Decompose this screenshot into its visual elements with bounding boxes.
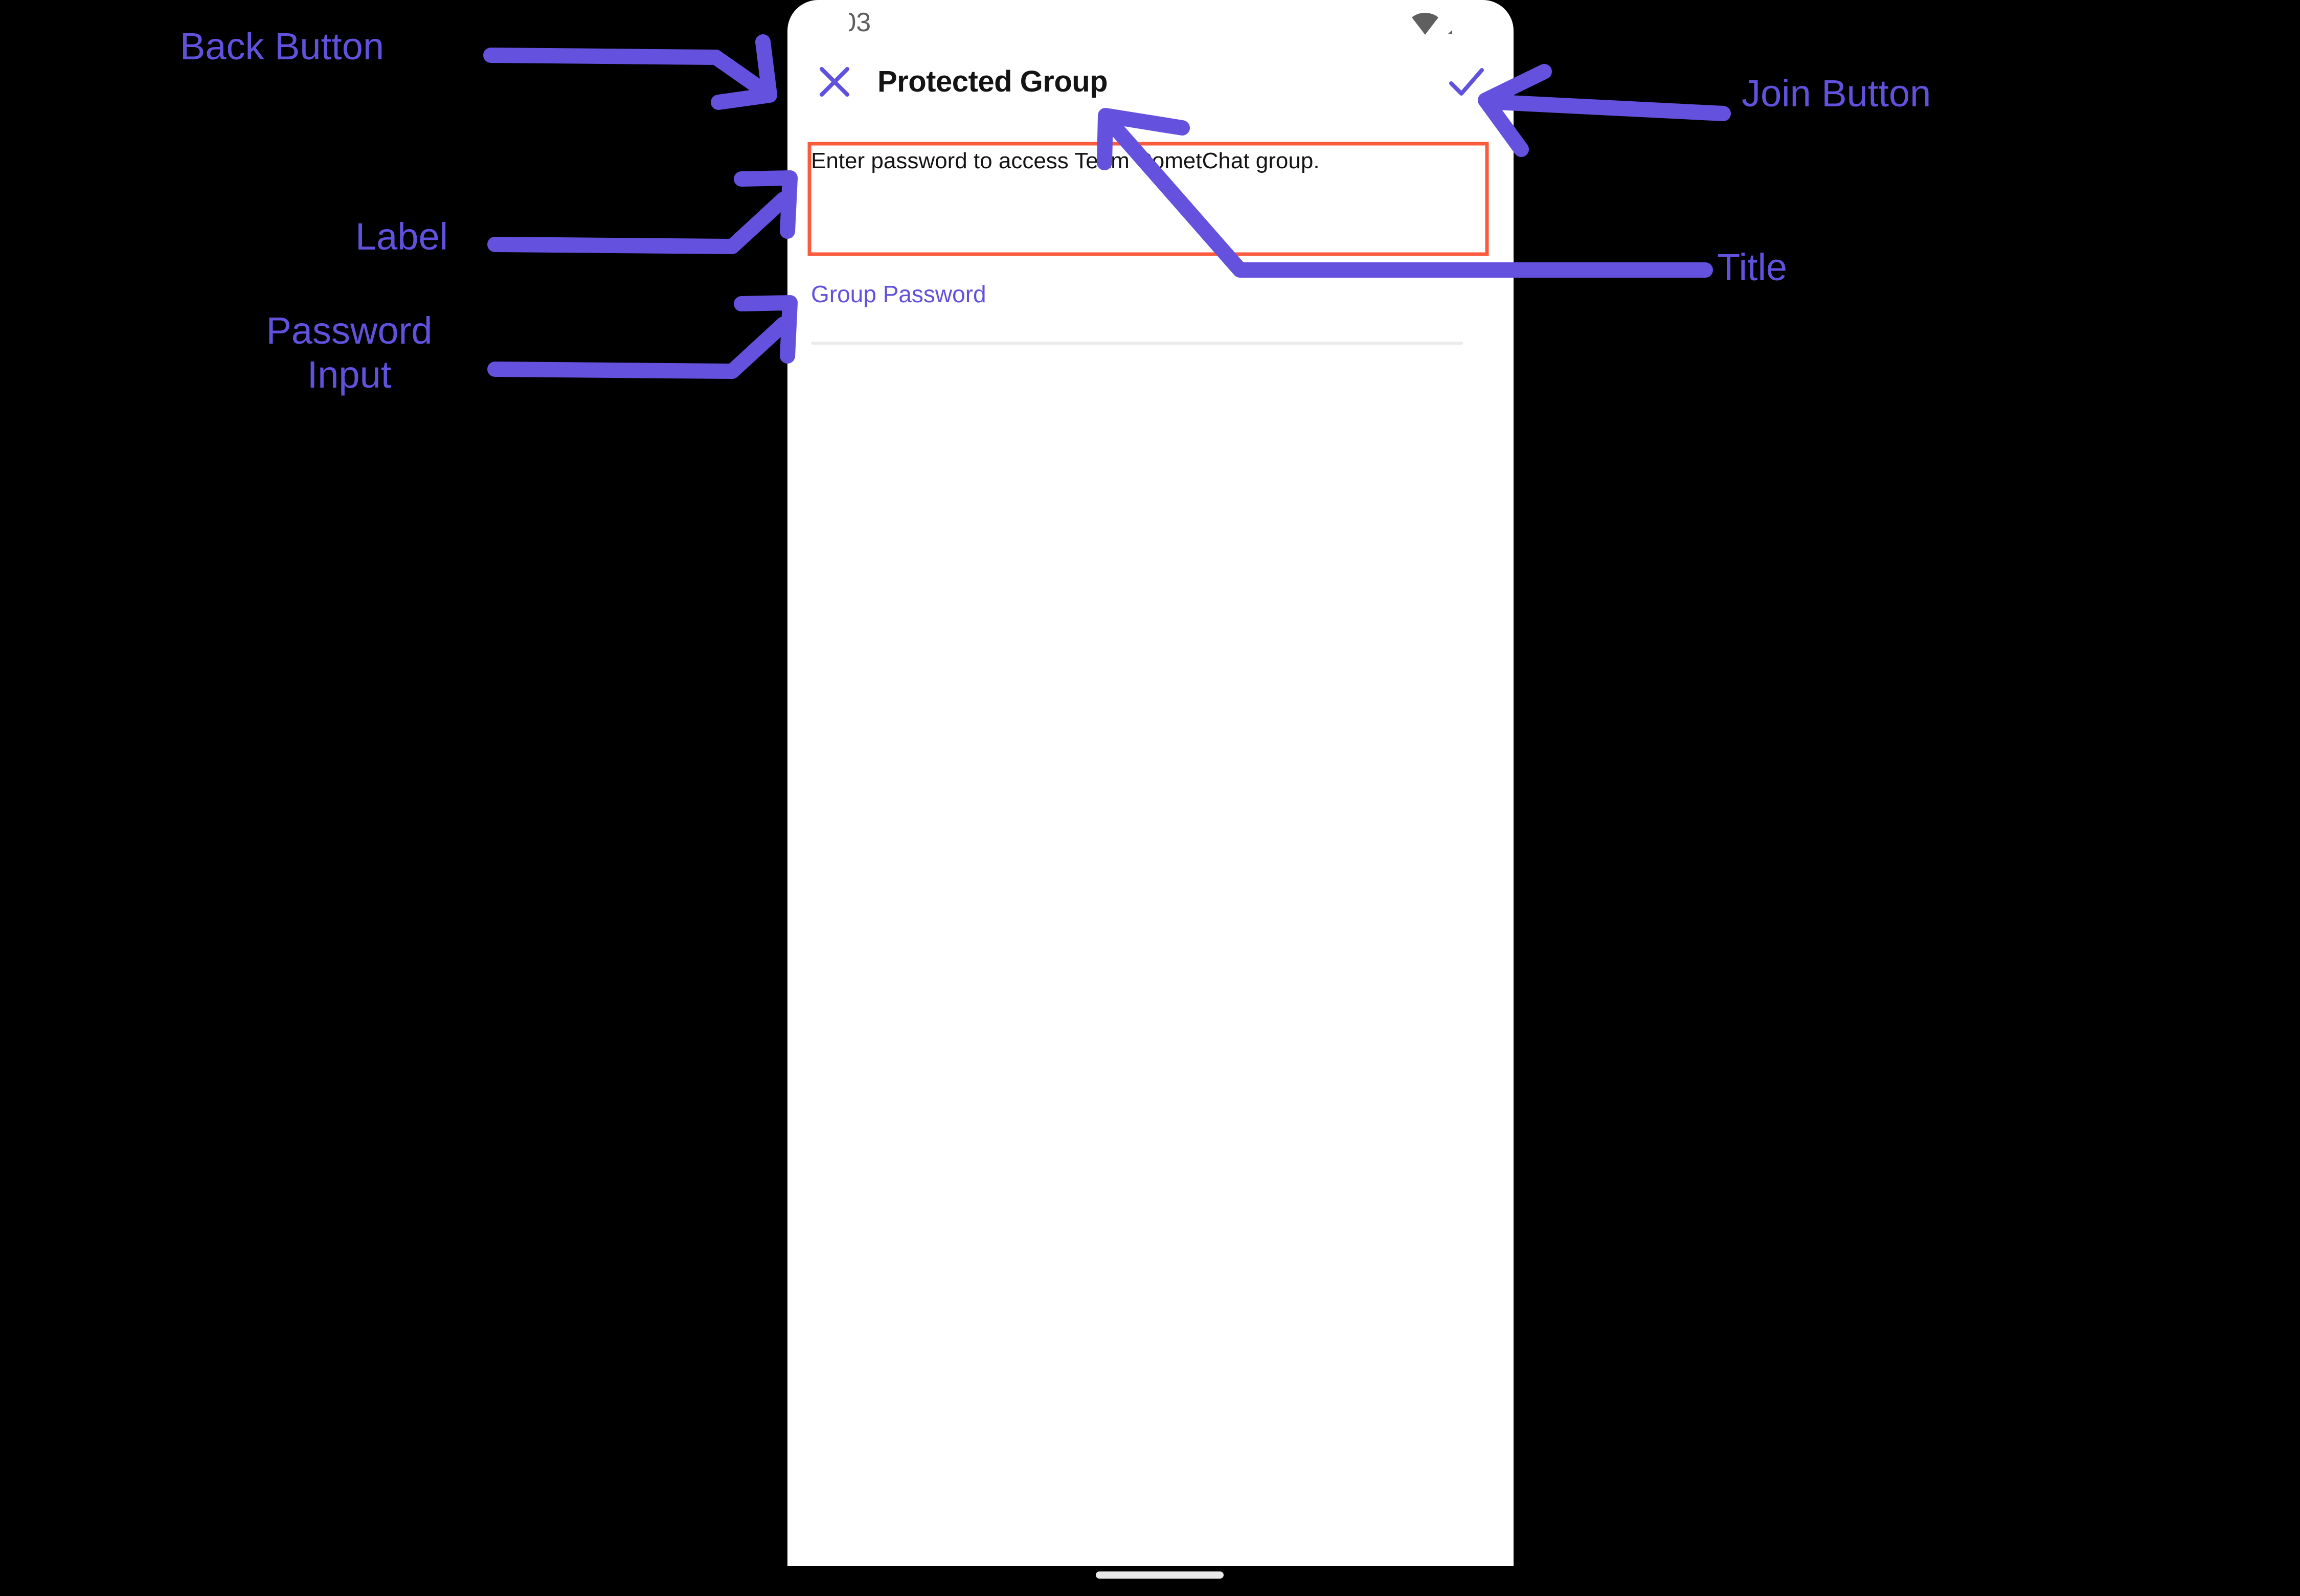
annotation-arrow-back — [483, 34, 777, 110]
status-bar: 4:03 — [787, 0, 1514, 44]
cellular-signal-icon — [1448, 13, 1471, 34]
description-label: Enter password to access Team CometChat … — [811, 148, 1320, 173]
annotation-label-title: Title — [1717, 246, 1788, 288]
password-field-group: Group Password — [811, 279, 1465, 309]
close-x-icon — [820, 67, 849, 97]
annotation-arrow-join — [1478, 64, 1731, 157]
annotation-label-label: Label — [355, 215, 448, 258]
annotation-arrow-label — [487, 170, 798, 254]
annotation-arrow-password-input — [487, 295, 798, 379]
status-bar-icons — [1411, 9, 1495, 38]
wifi-icon — [1412, 12, 1438, 35]
battery-icon — [1481, 11, 1494, 35]
page-title: Protected Group — [877, 65, 1108, 98]
annotation-label-back: Back Button — [180, 25, 385, 68]
password-input[interactable] — [811, 313, 1463, 344]
password-label: Group Password — [811, 281, 986, 307]
home-indicator — [1096, 1571, 1224, 1579]
status-bar-clock: 4:03 — [819, 8, 871, 37]
annotation-label-password-input: Password Input — [266, 309, 433, 396]
join-button[interactable] — [1440, 55, 1493, 108]
phone-screen: 4:03 — [787, 0, 1514, 1566]
app-bar: Protected Group — [787, 44, 1514, 121]
checkmark-icon — [1449, 68, 1484, 96]
password-input-underline — [811, 342, 1463, 345]
back-button[interactable] — [808, 55, 861, 108]
annotation-label-join: Join Button — [1742, 72, 1931, 115]
